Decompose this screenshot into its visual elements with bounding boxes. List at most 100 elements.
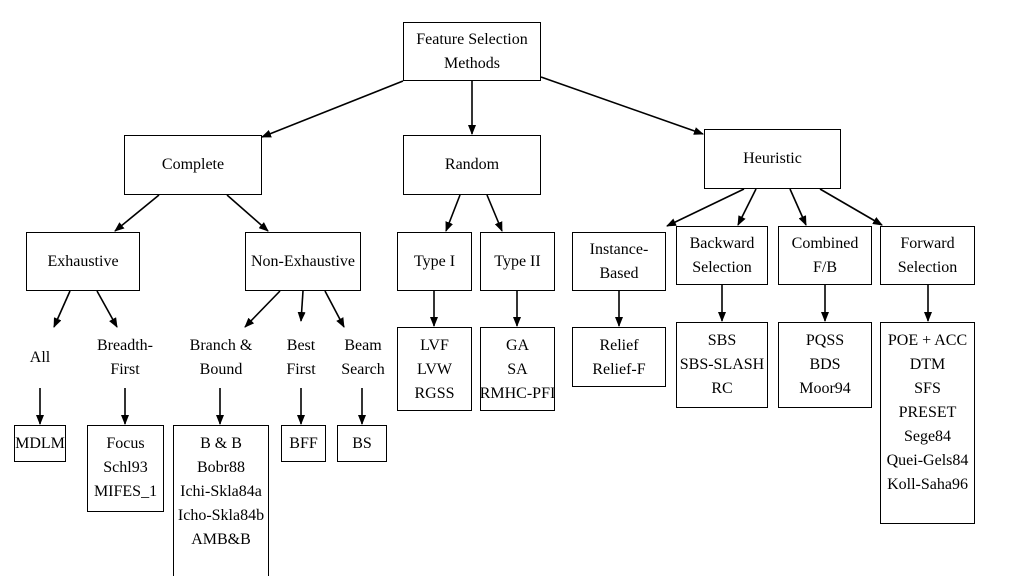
pqss-node: PQSS BDS Moor94	[778, 322, 872, 408]
complete-node-line-1: Complete	[161, 156, 225, 173]
type1-node: Type I	[397, 232, 472, 291]
lvf-node: LVF LVW RGSS	[397, 327, 472, 411]
poe-node-line-2: DTM	[909, 356, 946, 373]
non-exhaustive-node-line-1: Non-Exhaustive	[251, 252, 355, 270]
type2-node: Type II	[480, 232, 555, 291]
poe-node-line-3: SFS	[914, 380, 941, 397]
bs-node: BS	[337, 425, 387, 462]
bb-node-line-1: B & B	[200, 435, 242, 452]
poe-node-line-1: POE + ACC	[887, 332, 968, 349]
instance-based-node-line-2: Based	[599, 264, 639, 282]
ga-node-line-2: SA	[507, 361, 528, 378]
focus-node-line-2: Schl93	[103, 459, 148, 476]
root-to-heuristic-arrow	[540, 76, 704, 135]
poe-node-line-4: PRESET	[898, 404, 957, 421]
combined-fb-node-line-1: Combined	[791, 234, 859, 252]
breadth-first-label-line-1: Breadth-	[97, 337, 153, 354]
type2-node-line-1: Type II	[494, 252, 541, 270]
sbs-node-line-2: SBS-SLASH	[679, 356, 765, 373]
focus-node-line-1: Focus	[106, 435, 145, 452]
breadth-first-label-line-2: First	[110, 361, 140, 378]
complete-to-exhaustive-arrow	[114, 194, 160, 232]
poe-node-line-6: Quei-Gels84	[886, 452, 969, 469]
heuristic-to-instance-based-arrow	[666, 188, 745, 227]
complete-to-non-exhaustive-arrow	[226, 194, 269, 232]
best-first-label-line-1: Best	[286, 337, 316, 354]
random-node: Random	[403, 135, 541, 195]
relief-node-line-2: Relief-F	[592, 361, 646, 378]
heuristic-to-forward-selection-arrow	[819, 188, 883, 226]
bff-node-line-1: BFF	[289, 434, 318, 452]
lvf-node-line-1: LVF	[420, 337, 449, 354]
combined-fb-node-line-2: F/B	[812, 258, 837, 276]
root-node-line-2: Methods	[444, 54, 500, 72]
bb-node-line-2: Bobr88	[197, 459, 245, 476]
heuristic-to-backward-selection-arrow	[737, 188, 757, 226]
branch-bound-label-line-1: Branch &	[189, 337, 253, 354]
pqss-node-line-3: Moor94	[799, 380, 851, 397]
pqss-node-line-2: BDS	[809, 356, 841, 373]
non-exhaustive-node: Non-Exhaustive	[245, 232, 361, 291]
breadth-first-label: Breadth- First	[90, 334, 160, 382]
backward-selection-node-line-2: Selection	[692, 258, 752, 276]
random-node-line-1: Random	[444, 156, 500, 173]
exhaustive-to-breadth-first-arrow	[96, 290, 118, 328]
all-label-line-1: All	[29, 349, 51, 366]
type1-node-line-1: Type I	[413, 252, 456, 270]
complete-node: Complete	[124, 135, 262, 195]
non-exhaustive-to-best-first-arrow	[297, 290, 306, 322]
poe-node-line-7: Koll-Saha96	[887, 476, 968, 493]
heuristic-node: Heuristic	[704, 129, 841, 189]
forward-selection-node-line-1: Forward	[900, 234, 955, 252]
best-first-label-line-2: First	[286, 361, 316, 378]
bb-node-line-5: AMB&B	[191, 531, 251, 548]
poe-node-line-5: Sege84	[903, 428, 952, 445]
lvf-node-line-3: RGSS	[414, 385, 455, 402]
exhaustive-to-all-arrow	[53, 290, 71, 328]
mdlm-node: MDLM	[14, 425, 66, 462]
random-to-type2-arrow	[486, 194, 503, 232]
instance-based-node: Instance- Based	[572, 232, 666, 291]
lvf-node-line-2: LVW	[417, 361, 452, 378]
ga-node-line-3: RMHC-PFI	[479, 385, 556, 402]
random-to-type1-arrow	[445, 194, 461, 232]
bs-node-line-1: BS	[352, 434, 372, 452]
bb-node-line-4: Icho-Skla84b	[177, 507, 265, 524]
root-node-line-1: Feature Selection	[416, 30, 528, 48]
sbs-node-line-3: RC	[711, 380, 733, 397]
backward-selection-node-line-1: Backward	[689, 234, 755, 252]
root-to-complete-arrow	[261, 80, 404, 138]
pqss-node-line-1: PQSS	[805, 332, 845, 349]
all-label: All	[10, 346, 70, 370]
heuristic-node-line-1: Heuristic	[743, 150, 802, 167]
instance-based-node-line-1: Instance-	[589, 240, 649, 258]
relief-node-line-1: Relief	[599, 337, 639, 354]
sbs-node-line-1: SBS	[707, 332, 737, 349]
mdlm-node-line-1: MDLM	[15, 434, 65, 452]
forward-selection-node-line-2: Selection	[897, 258, 958, 276]
exhaustive-node-line-1: Exhaustive	[47, 252, 119, 270]
heuristic-to-combined-fb-arrow	[789, 188, 807, 226]
ga-node-line-1: GA	[505, 337, 530, 354]
non-exhaustive-to-branch-bound-arrow	[244, 290, 281, 328]
focus-node-line-3: MIFES_1	[93, 483, 158, 500]
bb-node-line-3: Ichi-Skla84a	[180, 483, 262, 500]
bff-node: BFF	[281, 425, 326, 462]
branch-bound-label-line-2: Bound	[199, 361, 243, 378]
beam-search-label-line-2: Search	[341, 361, 385, 378]
non-exhaustive-to-beam-search-arrow	[324, 290, 345, 328]
branch-bound-label: Branch & Bound	[185, 334, 257, 382]
exhaustive-node: Exhaustive	[26, 232, 140, 291]
